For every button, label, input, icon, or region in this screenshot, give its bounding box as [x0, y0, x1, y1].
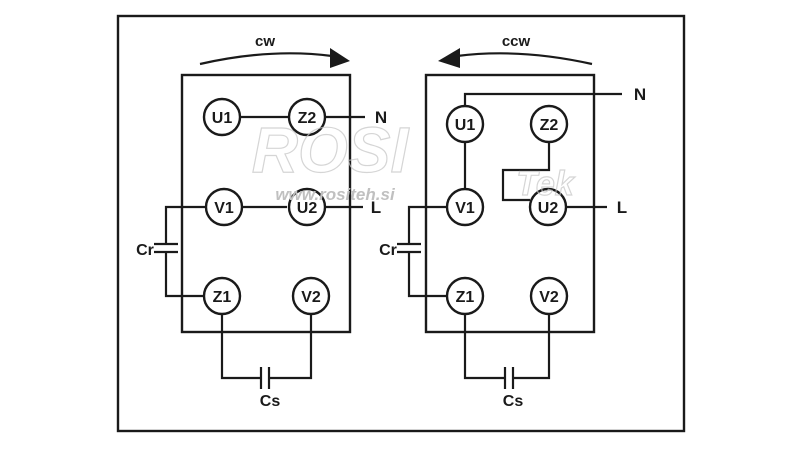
arrowhead-cw: [330, 48, 350, 68]
direction-label: cw: [255, 33, 275, 50]
cs-label: Cs: [503, 393, 524, 410]
terminal-v2: V2: [291, 276, 331, 316]
terminal-u2: U2: [287, 187, 327, 227]
terminal-z2: Z2: [529, 104, 569, 144]
wire-cs: [463, 314, 551, 380]
terminal-z1: Z1: [202, 276, 242, 316]
terminal-label: Z2: [540, 117, 559, 134]
wire-cs: [220, 314, 313, 380]
cr-label: Cr: [379, 242, 397, 259]
terminal-z1: Z1: [445, 276, 485, 316]
watermark-brand: ROSI: [252, 114, 410, 186]
terminal-label: U2: [297, 200, 318, 217]
line-label: L: [371, 198, 381, 217]
terminal-label: Z1: [213, 289, 232, 306]
terminal-box: [180, 73, 352, 334]
watermark-brand-suffix: Tek: [516, 165, 575, 203]
neutral-label: N: [375, 108, 387, 127]
watermark: ROSI Tek www.rositeh.si: [251, 113, 576, 204]
terminal-u1: U1: [202, 97, 242, 137]
terminal-label: V2: [539, 289, 559, 306]
wire-u1-n: [463, 92, 622, 106]
terminal-v1: V1: [204, 187, 244, 227]
wire-z2-u2: [501, 141, 551, 202]
line-label: L: [617, 198, 627, 217]
arrowhead-ccw: [438, 48, 460, 68]
cr-label: Cr: [136, 242, 154, 259]
terminal-label: V1: [214, 200, 234, 217]
rotation-arrow-ccw: [456, 52, 593, 66]
terminal-label: U2: [538, 200, 559, 217]
rotation-arrow-cw: [199, 52, 333, 66]
terminal-box: [424, 73, 596, 334]
diagram-ccw: ccw Cr Cs N L U1 Z2 V1: [379, 33, 646, 410]
terminal-label: Z2: [298, 110, 317, 127]
outer-frame: [116, 14, 686, 433]
terminal-label: U1: [212, 110, 233, 127]
wire-cr: [407, 205, 447, 298]
terminal-u2: U2: [528, 187, 568, 227]
diagram-cw: cw Cr Cs N L U1 Z2 V1: [136, 33, 387, 410]
wire-cr: [164, 205, 206, 298]
cs-label: Cs: [260, 393, 281, 410]
terminal-label: Z1: [456, 289, 475, 306]
terminal-label: V1: [455, 200, 475, 217]
terminal-z2: Z2: [287, 97, 327, 137]
terminal-v1: V1: [445, 187, 485, 227]
neutral-label: N: [634, 85, 646, 104]
direction-label: ccw: [502, 33, 531, 50]
terminal-u1: U1: [445, 104, 485, 144]
terminal-label: V2: [301, 289, 321, 306]
terminal-v2: V2: [529, 276, 569, 316]
terminal-label: U1: [455, 117, 476, 134]
watermark-url: www.rositeh.si: [275, 185, 396, 204]
